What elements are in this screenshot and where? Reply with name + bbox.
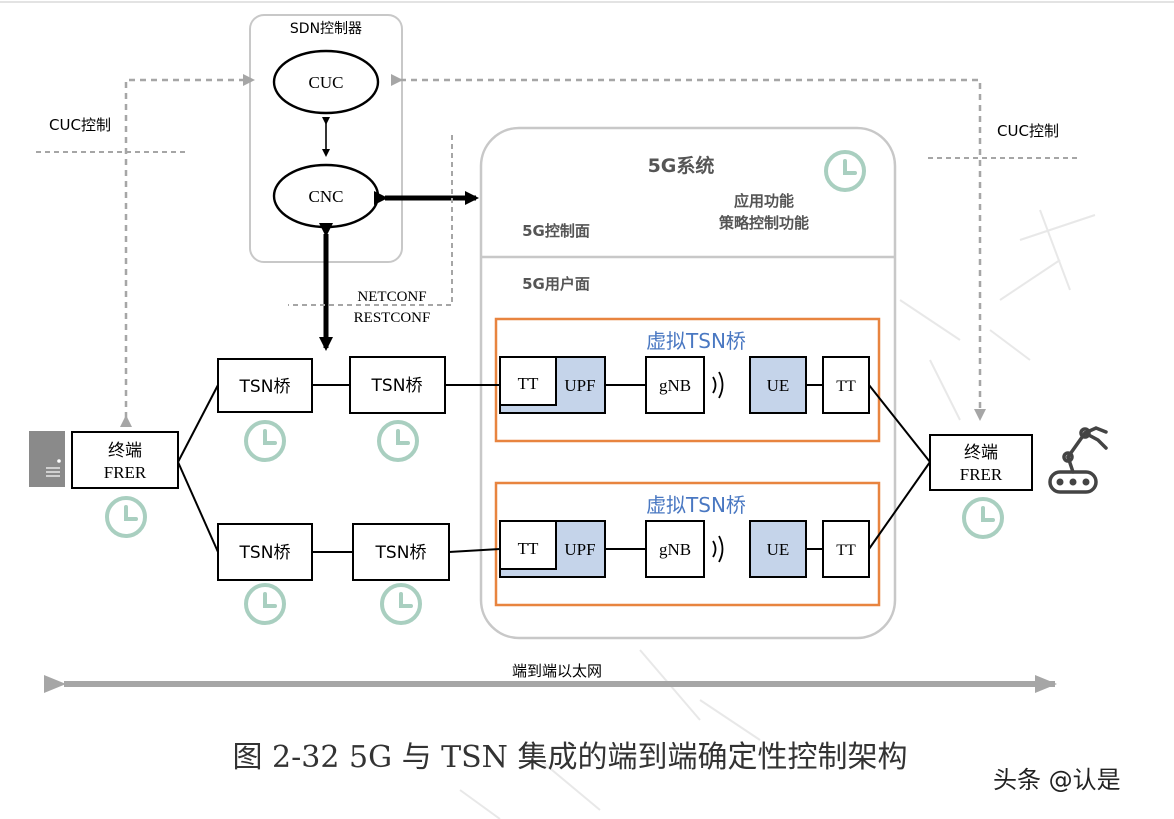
network-links bbox=[177, 384, 931, 553]
cuc-control-right-label: CUC控制 bbox=[997, 122, 1059, 140]
virtual-tsn-bridge-top-label: 虚拟TSN桥 bbox=[646, 329, 746, 353]
signal-wave-icon bbox=[712, 371, 724, 399]
clock-icon bbox=[105, 496, 147, 538]
gnb-top-box bbox=[645, 356, 705, 414]
cuc-label: CUC bbox=[309, 73, 344, 92]
sdn-controller-title: SDN控制器 bbox=[290, 21, 362, 37]
policy-function-label: 策略控制功能 bbox=[718, 214, 809, 232]
upf-top-label: UPF bbox=[564, 376, 595, 395]
app-function-label: 应用功能 bbox=[734, 192, 794, 210]
tt-bottom-left-box bbox=[499, 520, 557, 570]
restconf-label: RESTCONF bbox=[354, 310, 431, 326]
tt-bottom-left-label: TT bbox=[518, 539, 539, 558]
server-icon bbox=[29, 431, 65, 487]
terminal-right bbox=[929, 434, 1033, 491]
tsn-bridge-top-1-label: TSN桥 bbox=[239, 377, 291, 397]
tt-bottom-right-label: TT bbox=[836, 542, 856, 559]
virtual-tsn-bridge-bottom-label: 虚拟TSN桥 bbox=[646, 493, 746, 517]
clock-icon bbox=[380, 583, 422, 625]
tsn-bridge-bottom-2-label: TSN桥 bbox=[375, 543, 427, 563]
terminal-left bbox=[71, 431, 179, 489]
tsn-bridge-bottom-2 bbox=[352, 523, 450, 581]
upf-bottom-label: UPF bbox=[564, 540, 595, 559]
gnb-top-label: gNB bbox=[659, 376, 691, 395]
clock-icon bbox=[962, 497, 1004, 539]
tsn-bridge-bottom-1-label: TSN桥 bbox=[239, 543, 291, 563]
clock-icon bbox=[377, 420, 419, 462]
ue-top-label: UE bbox=[767, 376, 790, 395]
tsn-bridge-top-2-label: TSN桥 bbox=[371, 376, 423, 396]
tt-bottom-right-box bbox=[822, 520, 870, 578]
gnb-bottom-label: gNB bbox=[659, 540, 691, 559]
clock-icon bbox=[244, 583, 286, 625]
source-credit: 头条 @认是 bbox=[993, 766, 1121, 794]
5g-system-frame bbox=[479, 126, 897, 640]
cuc-node bbox=[272, 49, 380, 115]
ue-bottom-box bbox=[749, 520, 807, 578]
netconf-label: NETCONF bbox=[357, 289, 426, 305]
tsn-bridge-bottom-1 bbox=[217, 523, 313, 581]
terminal-left-line2: FRER bbox=[104, 463, 147, 482]
5g-system-title: 5G系统 bbox=[648, 154, 715, 177]
terminal-right-line2: FRER bbox=[960, 465, 1003, 484]
tsn-bridge-top-1 bbox=[217, 358, 313, 413]
netconf-separator bbox=[288, 135, 453, 306]
signal-wave-icon bbox=[712, 535, 724, 563]
tt-top-right-label: TT bbox=[836, 378, 856, 395]
virtual-tsn-bridge-bottom bbox=[494, 481, 881, 607]
figure-caption: 图 2-32 5G 与 TSN 集成的端到端确定性控制架构 bbox=[232, 740, 908, 775]
cnc-label: CNC bbox=[309, 187, 344, 206]
gnb-bottom-box bbox=[645, 520, 705, 578]
tt-top-left-box bbox=[499, 356, 557, 406]
tsn-bridge-top-2 bbox=[349, 356, 446, 414]
5g-user-plane-label: 5G用户面 bbox=[522, 275, 590, 293]
ue-top-box bbox=[749, 356, 807, 414]
5g-control-plane-label: 5G控制面 bbox=[522, 222, 590, 240]
tt-top-left-label: TT bbox=[518, 374, 539, 393]
end-to-end-ethernet-label: 端到端以太网 bbox=[512, 662, 602, 680]
cuc-control-left-path bbox=[120, 74, 255, 427]
ue-bottom-label: UE bbox=[767, 540, 790, 559]
clock-icon bbox=[824, 150, 866, 192]
clock-icon bbox=[244, 420, 286, 462]
cuc-control-left-label: CUC控制 bbox=[49, 116, 111, 134]
virtual-tsn-bridge-top bbox=[494, 317, 881, 443]
robot-arm-icon bbox=[1048, 426, 1108, 494]
terminal-left-line1: 终端 bbox=[108, 441, 142, 461]
terminal-right-line1: 终端 bbox=[964, 443, 998, 463]
cuc-control-right-path bbox=[391, 74, 986, 421]
